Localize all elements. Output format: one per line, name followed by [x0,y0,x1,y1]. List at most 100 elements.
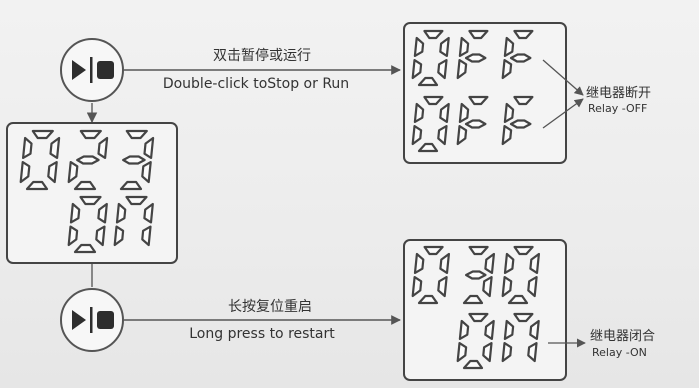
segment-f [115,202,127,224]
relay-on-label-cn: 继电器闭合 [590,329,655,344]
segment-a [423,95,444,106]
digit [501,29,534,80]
segment-g [464,53,487,63]
segment-a [125,129,148,140]
play-pause-icon [72,307,114,333]
segment-c [527,276,538,298]
segment-a [513,245,534,256]
digit [411,95,450,153]
segment-e [411,276,423,298]
segment-b [484,319,495,340]
segment-g [122,155,146,165]
segment-e [19,161,31,184]
display-panel-stopped [403,22,567,164]
relay-off-label-en: Relay -OFF [588,102,647,115]
segment-a [423,245,444,256]
segment-d [119,180,143,191]
segment-e [411,124,423,146]
segment-e [67,225,79,247]
segment-a [468,95,489,106]
segment-f [69,202,81,224]
digit [19,129,61,191]
top-action-label-en: Double-click toStop or Run [163,76,349,92]
display-row-1 [19,129,155,191]
segment-g [509,119,532,129]
segment-f [458,102,470,124]
segment-f [503,252,515,274]
relay-off-label-cn: 继电器断开 [586,86,651,101]
top-action-label-cn: 双击暂停或运行 [213,47,311,64]
segment-e [456,58,468,80]
segment-a [468,29,489,40]
segment-d [462,294,484,305]
bottom-action-label-en: Long press to restart [189,326,335,342]
digit [119,129,155,191]
segment-e [501,276,513,298]
segment-c [482,342,493,363]
segment-d [417,142,439,153]
segment-d [462,359,484,370]
relay-off-arrow-2 [542,98,584,129]
segment-f [503,319,515,340]
bottom-action-label-cn: 长按复位重启 [228,298,312,315]
segment-b [97,202,108,224]
display-row-2 [411,95,534,153]
segment-a [79,195,102,206]
segment-e [501,58,513,80]
segment-b [439,252,450,274]
segment-a [125,195,148,206]
digit [411,245,450,305]
play-pause-button-top[interactable] [60,38,124,102]
segment-d [507,294,529,305]
display-panel-restarted [403,239,567,381]
segment-f [413,102,425,124]
segment-b [529,252,541,274]
segment-a [468,245,489,256]
digit [456,29,489,80]
segment-a [423,29,444,40]
segment-a [468,312,489,323]
display-row-1 [411,245,541,305]
digit [456,312,495,370]
play-pause-icon [72,57,114,83]
segment-e [501,124,513,146]
segment-a [513,95,534,106]
segment-f [413,36,425,58]
segment-a [513,29,534,40]
digit [456,95,489,146]
segment-d [417,294,439,305]
segment-c [141,225,152,247]
digit [501,312,540,363]
segment-c [95,225,106,247]
segment-e [67,161,79,184]
segment-c [437,124,448,146]
display-row-1 [411,29,534,87]
segment-c [437,276,448,298]
segment-c [47,161,58,184]
segment-b [484,252,495,274]
segment-b [49,136,61,159]
segment-a [31,129,54,140]
digit [501,245,541,305]
segment-f [503,102,515,124]
segment-b [529,319,540,340]
segment-a [513,312,534,323]
segment-d [25,180,49,191]
display-row-2 [456,312,540,370]
segment-e [411,58,423,80]
segment-c [527,342,538,363]
segment-b [439,36,450,58]
segment-e [456,124,468,146]
segment-g [464,119,487,129]
segment-b [143,136,155,159]
segment-b [143,202,154,224]
segment-d [73,243,97,254]
segment-e [113,225,125,247]
digit [113,195,154,247]
digit [411,29,450,87]
segment-d [73,180,97,191]
segment-a [79,129,102,140]
play-pause-button-bottom[interactable] [60,288,124,352]
digit [67,129,109,191]
segment-e [501,342,513,363]
